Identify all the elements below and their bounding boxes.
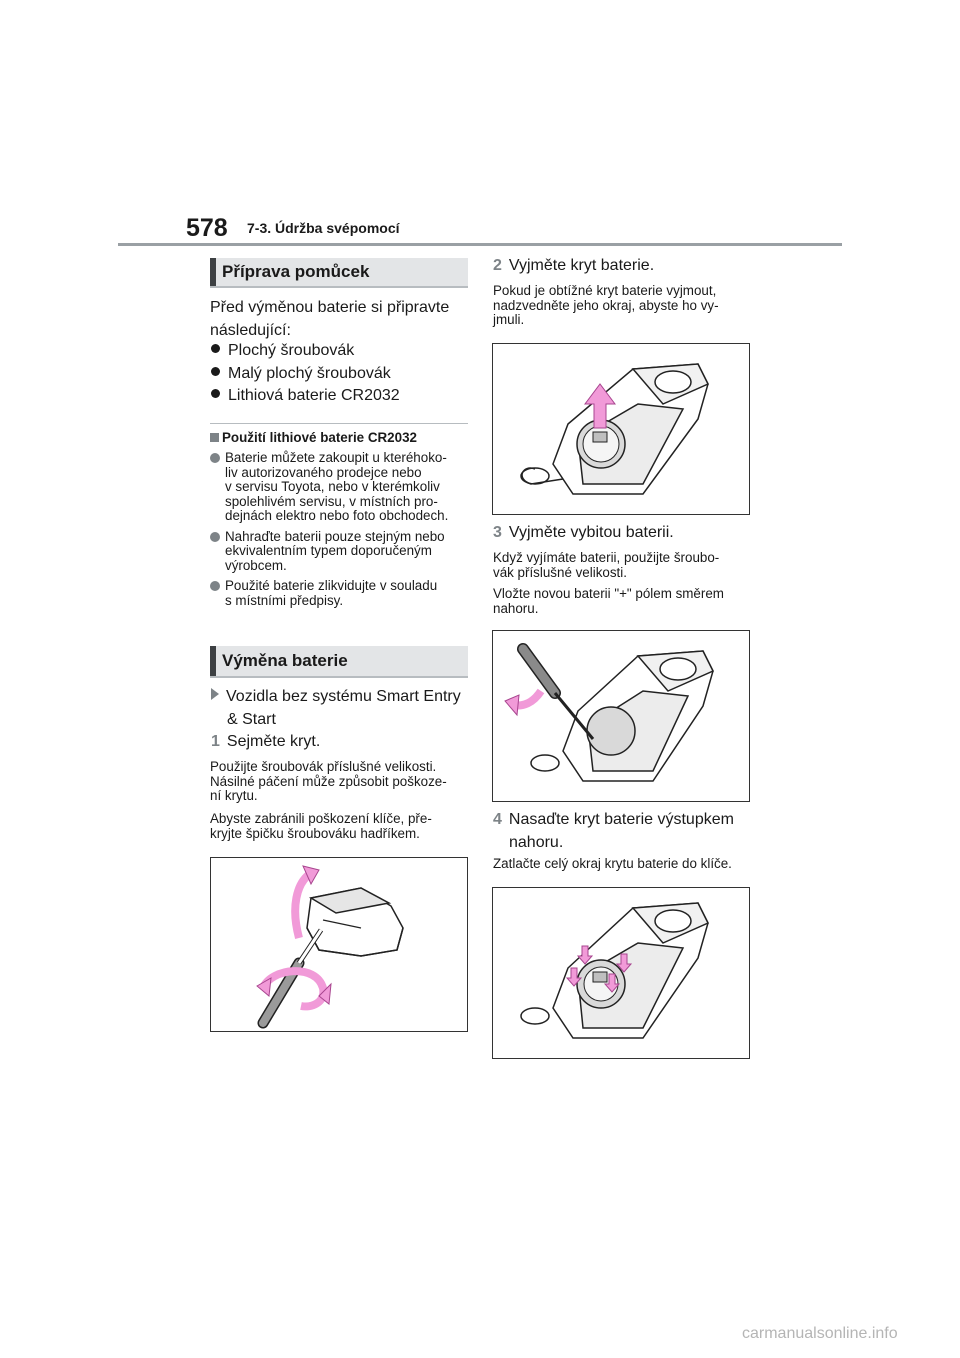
step-3-note-a: Když vyjímáte baterii, použijte šroubo- … [493, 550, 755, 580]
prep-item-label: Malý plochý šroubovák [228, 364, 391, 382]
note-line: Nahraďte baterii pouze stejným nebo [225, 528, 445, 544]
step-2-number: 2 [493, 257, 502, 274]
prep-heading: Příprava pomůcek [210, 258, 468, 288]
note-line: Baterie můžete zakoupit u kteréhoko- [225, 450, 447, 465]
note-line: v servisu Toyota, nebo v kterémkoliv [225, 479, 440, 494]
note-line: ekvivalentním typem doporučeným [225, 543, 432, 558]
step-3-text: Vyjměte vybitou baterii. [508, 524, 674, 541]
gray-bullet-icon [210, 531, 220, 542]
figure-remove-cover [210, 857, 468, 1032]
step-4-text-1: Nasaďte kryt baterie výstupkem [508, 811, 734, 828]
step-1-number: 1 [211, 733, 220, 750]
prep-heading-text: Příprava pomůcek [222, 262, 370, 281]
illustration-screwdriver-battery [504, 643, 715, 782]
step-4-text-2: nahoru. [509, 834, 564, 851]
gray-bullet-icon [210, 453, 220, 463]
note-line: spolehlivém servisu, v místních pro- [225, 493, 438, 509]
square-marker-icon [210, 433, 219, 442]
vehicle-line-2: & Start [227, 711, 276, 728]
replace-heading-text: Výměna baterie [222, 651, 348, 670]
illustration-press-cover [520, 902, 710, 1039]
note-line: vák příslušné velikosti. [493, 564, 627, 580]
step-2-text: Vyjměte kryt baterie. [508, 257, 655, 274]
watermark: carmanualsonline.info [742, 1325, 898, 1342]
gray-bullet-icon [210, 581, 220, 591]
note-line: dejnách elektro nebo foto obchodech. [225, 508, 449, 523]
note-line: Vložte novou baterii "+" pólem směrem [493, 586, 724, 601]
note-line: Pokud je obtížné kryt baterie vyjmout, [493, 283, 717, 298]
step-1-text: Sejměte kryt. [226, 733, 321, 750]
vehicle-line-1: Vozidla bez systému Smart Entry [226, 688, 461, 705]
step-4-number: 4 [493, 811, 502, 828]
note-line: nahoru. [493, 600, 539, 616]
note-line: kryjte špičku šroubováku hadříkem. [210, 825, 420, 841]
prep-item: Malý plochý šroubovák [211, 362, 473, 385]
step-3-note-b: Vložte novou baterii "+" pólem směrem na… [493, 586, 755, 616]
prep-intro-line-1: Před výměnou baterie si připravte [210, 299, 450, 316]
header-divider [118, 243, 842, 246]
note-item: Nahraďte baterii pouze stejným nebo ekvi… [210, 528, 472, 574]
step-1-title: 1 Sejměte kryt. [211, 730, 320, 753]
note-line: Použijte šroubovák příslušné velikosti. [210, 759, 437, 774]
note-line: s místními předpisy. [225, 592, 344, 608]
prep-item-label: Plochý šroubovák [228, 342, 355, 359]
illustration-key-screwdriver [256, 865, 404, 1029]
note-item: Baterie můžete zakoupit u kteréhoko- liv… [210, 450, 472, 524]
figure-remove-battery-cover [492, 343, 750, 515]
note-line: Abyste zabránili poškození klíče, pře- [210, 811, 432, 826]
prep-intro: Před výměnou baterie si připravte násled… [210, 296, 472, 342]
lithium-notes: Baterie můžete zakoupit u kteréhoko- liv… [210, 450, 472, 608]
step-3-number: 3 [493, 524, 502, 541]
section-divider [210, 423, 468, 424]
chapter-title: 7-3. Údržba svépomocí [247, 220, 400, 236]
note-line: nadzvedněte jeho okraj, abyste ho vy- [493, 297, 719, 313]
note-line: Použité baterie zlikvidujte v souladu [225, 578, 438, 593]
step-4-note: Zatlačte celý okraj krytu baterie do klí… [493, 856, 732, 871]
note-line: ní krytu. [210, 788, 258, 803]
prep-item: Plochý šroubovák [211, 339, 473, 362]
step-2-note: Pokud je obtížné kryt baterie vyjmout, n… [493, 283, 755, 328]
prep-list: Plochý šroubovák Malý plochý šroubovák L… [211, 339, 473, 407]
page-number: 578 [186, 214, 228, 242]
illustration-open-key [520, 363, 710, 495]
step-1-note-b: Abyste zabránili poškození klíče, pře- k… [210, 811, 472, 841]
vehicle-condition: Vozidla bez systému Smart Entry & Start [211, 685, 473, 731]
note-line: Když vyjímáte baterii, použijte šroubo- [493, 550, 720, 565]
note-line: jmuli. [493, 312, 525, 327]
triangle-marker-icon [211, 688, 219, 700]
prep-intro-line-2: následující: [210, 322, 291, 339]
step-4-title: 4 Nasaďte kryt baterie výstupkem nahoru. [493, 808, 755, 854]
lithium-heading: Použití lithiové baterie CR2032 [210, 430, 417, 445]
prep-item: Lithiová baterie CR2032 [211, 384, 473, 407]
lithium-heading-text: Použití lithiové baterie CR2032 [222, 430, 417, 445]
bullet-icon [211, 389, 220, 398]
note-item: Použité baterie zlikvidujte v souladu s … [210, 578, 472, 608]
note-line: Násilné páčení může způsobit poškoze- [210, 773, 447, 789]
step-2-title: 2 Vyjměte kryt baterie. [493, 254, 654, 277]
figure-install-battery-cover [492, 887, 750, 1059]
replace-heading: Výměna baterie [210, 646, 468, 678]
prep-item-label: Lithiová baterie CR2032 [228, 387, 400, 404]
bullet-icon [211, 366, 220, 376]
step-1-note-a: Použijte šroubovák příslušné velikosti. … [210, 759, 472, 804]
figure-remove-battery [492, 630, 750, 802]
note-line: výrobcem. [225, 557, 287, 573]
step-3-title: 3 Vyjměte vybitou baterii. [493, 521, 674, 544]
note-line: liv autorizovaného prodejce nebo [225, 464, 422, 480]
bullet-icon [211, 344, 220, 353]
